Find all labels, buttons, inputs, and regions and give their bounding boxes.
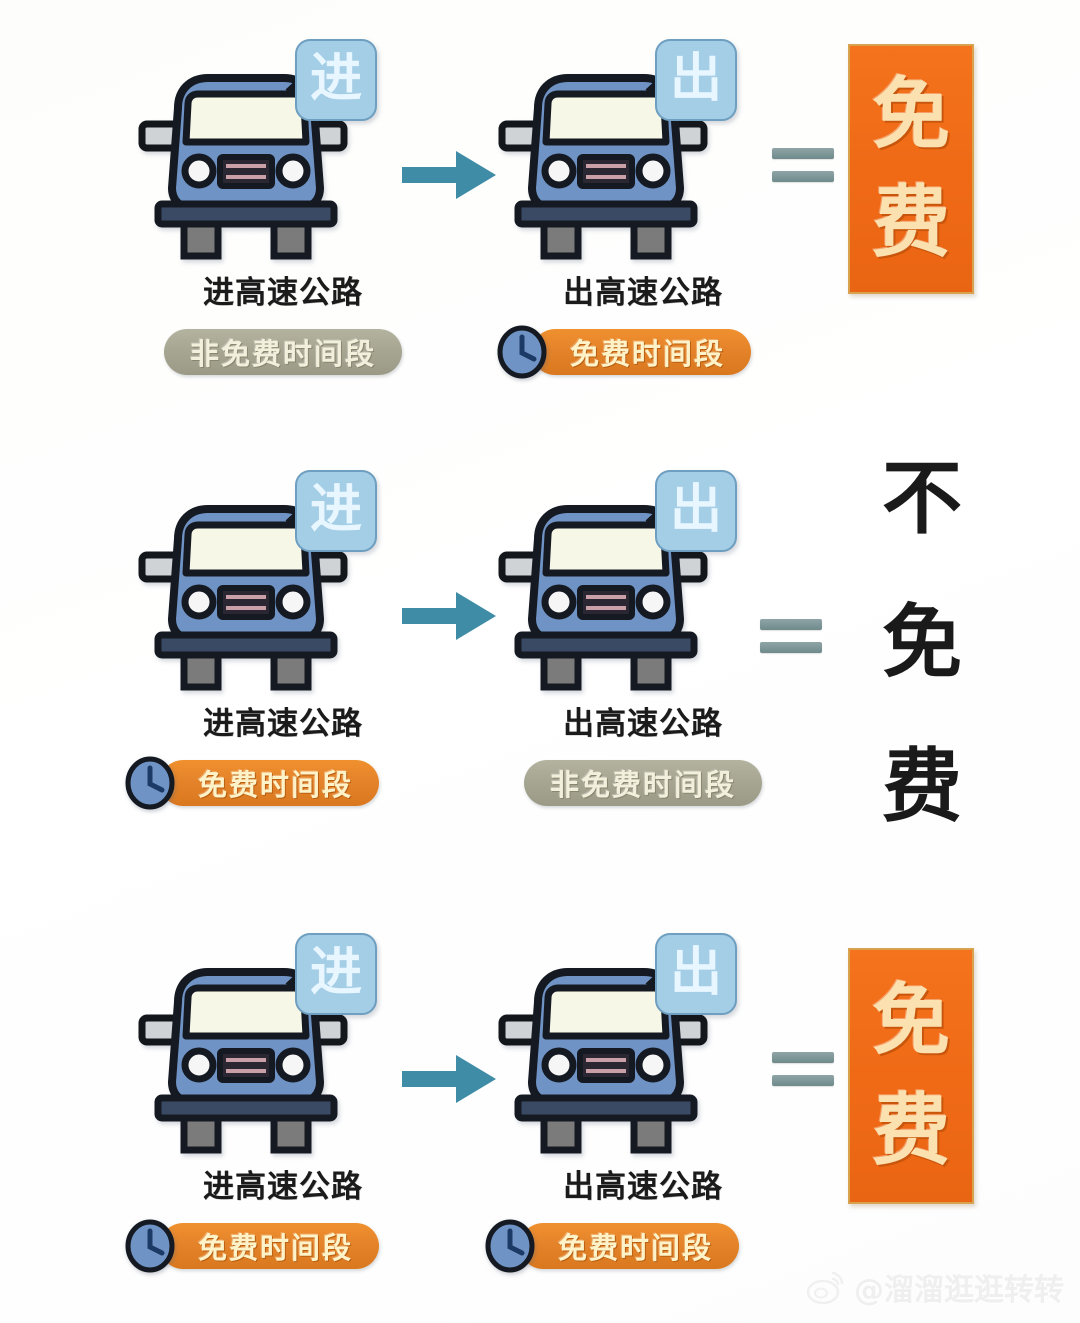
result-char-2: 费 [871, 178, 950, 268]
enter-caption: 进高速公路 [203, 275, 363, 311]
result-char-1: 不 [882, 452, 962, 545]
enter-car-block-row1: 进 进高速公路 非免费时间段 [118, 28, 448, 380]
exit-sign-char: 出 [670, 480, 722, 540]
car-icon: 出 [498, 470, 737, 691]
exit-car-block-row3: 出 出高速公路 免费时间段 [478, 922, 808, 1274]
equals-icon [772, 148, 834, 192]
arrow-right-icon [402, 592, 496, 640]
exit-caption: 出高速公路 [563, 275, 723, 311]
result-text-not-free: 不 免 费 [862, 459, 982, 827]
car-icon: 进 [138, 470, 377, 691]
car-illustration-exit-row2: 出 [478, 459, 808, 694]
result-char-2: 费 [871, 1086, 950, 1176]
clock-icon [497, 325, 547, 379]
enter-badge-row: 非免费时间段 [118, 324, 448, 380]
result-badge-free: 免 费 [848, 948, 974, 1204]
car-icon: 出 [498, 933, 737, 1154]
result-char-1: 免 [871, 976, 950, 1066]
enter-caption: 进高速公路 [203, 1169, 363, 1205]
scenario-row-3: 进 进高速公路 免费时间段 [0, 882, 1080, 1323]
car-illustration-enter-row2: 进 [118, 459, 448, 694]
car-icon: 进 [138, 933, 377, 1154]
nonfree-period-badge[interactable]: 非免费时间段 [163, 329, 402, 375]
car-icon: 出 [498, 39, 737, 260]
free-period-badge[interactable]: 免费时间段 [520, 1223, 740, 1269]
exit-badge-row: 非免费时间段 [478, 755, 808, 811]
exit-sign-char: 出 [670, 943, 722, 1003]
exit-car-block-row1: 出 出高速公路 免费时间段 [478, 28, 808, 380]
free-period-badge[interactable]: 免费时间段 [160, 1223, 380, 1269]
result-badge-free: 免 费 [848, 44, 974, 294]
exit-badge-row: 免费时间段 [478, 1218, 808, 1274]
result-char-1: 免 [871, 70, 950, 160]
enter-badge-row: 免费时间段 [118, 1218, 448, 1274]
exit-caption: 出高速公路 [563, 706, 723, 742]
free-period-badge[interactable]: 免费时间段 [160, 760, 380, 806]
equals-icon [760, 619, 822, 663]
enter-sign-char: 进 [310, 49, 362, 109]
clock-icon [125, 1219, 175, 1273]
car-illustration-enter-row3: 进 [118, 922, 448, 1157]
clock-icon [125, 756, 175, 810]
enter-car-block-row3: 进 进高速公路 免费时间段 [118, 922, 448, 1274]
arrow-right-icon [402, 151, 496, 199]
exit-caption: 出高速公路 [563, 1169, 723, 1205]
car-illustration-exit-row3: 出 [478, 922, 808, 1157]
clock-icon [485, 1219, 535, 1273]
arrow-right-icon [402, 1055, 496, 1103]
scenario-row-2: 进 进高速公路 免费时间段 [0, 441, 1080, 882]
enter-caption: 进高速公路 [203, 706, 363, 742]
enter-badge-row: 免费时间段 [118, 755, 448, 811]
result-char-2: 免 [882, 596, 962, 689]
car-illustration-exit-row1: 出 [478, 28, 808, 263]
exit-badge-row: 免费时间段 [478, 324, 808, 380]
car-illustration-enter-row1: 进 [118, 28, 448, 263]
watermark: @溜溜逛逛转转 [806, 1265, 1064, 1309]
weibo-logo-icon [806, 1271, 844, 1305]
free-period-badge[interactable]: 免费时间段 [532, 329, 752, 375]
exit-car-block-row2: 出 出高速公路 非免费时间段 [478, 459, 808, 811]
result-char-3: 费 [882, 740, 962, 833]
watermark-handle: @溜溜逛逛转转 [854, 1273, 1064, 1308]
equals-icon [772, 1052, 834, 1096]
enter-sign-char: 进 [310, 480, 362, 540]
enter-car-block-row2: 进 进高速公路 免费时间段 [118, 459, 448, 811]
car-icon: 进 [138, 39, 377, 260]
exit-sign-char: 出 [670, 49, 722, 109]
nonfree-period-badge[interactable]: 非免费时间段 [523, 760, 762, 806]
enter-sign-char: 进 [310, 943, 362, 1003]
scenario-row-1: 进 进高速公路 非免费时间段 [0, 0, 1080, 441]
